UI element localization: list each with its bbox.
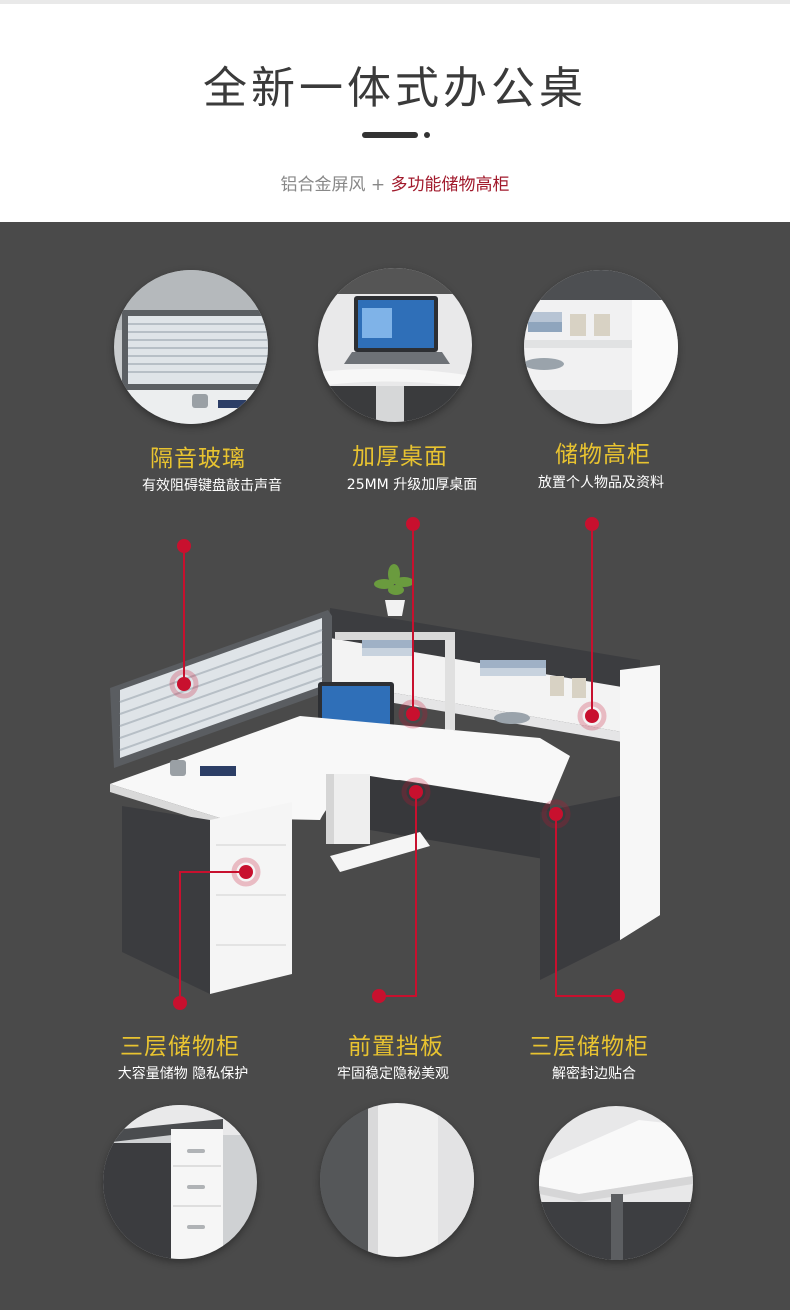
- thick-desktop-closeup-image: [318, 268, 472, 422]
- dot-decoration-icon: [424, 132, 430, 138]
- feature-desc-three-drawer-cabinet: 大容量储物 隐私保护: [117, 1066, 249, 1082]
- feature-desc-front-panel: 牢固稳定隐秘美观: [337, 1066, 449, 1082]
- page-subtitle: 铝合金屏风 + 多功能储物高柜: [0, 170, 790, 195]
- feature-desc-storage-cabinet: 放置个人物品及资料: [538, 475, 664, 491]
- subtitle-left: 铝合金屏风 +: [280, 175, 391, 195]
- header-section: 全新一体式办公桌 铝合金屏风 + 多功能储物高柜: [0, 0, 790, 222]
- feature-title-three-drawer-cabinet: 三层储物柜: [120, 1034, 240, 1060]
- feature-title-storage-cabinet: 储物高柜: [555, 442, 651, 468]
- feature-desc-thick-desktop: 25MM 升级加厚桌面: [346, 477, 478, 493]
- desk-illustration: [100, 560, 680, 1000]
- page-title: 全新一体式办公桌: [203, 63, 587, 114]
- top-divider: [0, 0, 790, 4]
- feature-title-front-panel: 前置挡板: [348, 1034, 444, 1060]
- feature-desc-soundproof-glass: 有效阻碍键盘敲击声音: [142, 478, 282, 494]
- subtitle-accent: 多功能储物高柜: [390, 175, 510, 195]
- drawer-cabinet-closeup-image: [103, 1105, 257, 1259]
- feature-desc-edge-banding: 解密封边贴合: [552, 1066, 636, 1082]
- front-panel-closeup-image: [320, 1103, 474, 1257]
- feature-title-thick-desktop: 加厚桌面: [352, 444, 448, 470]
- edge-banding-closeup-image: [539, 1106, 693, 1260]
- dash-decoration-icon: [362, 132, 418, 138]
- storage-cabinet-closeup-image: [524, 270, 678, 424]
- feature-title-soundproof-glass: 隔音玻璃: [150, 446, 246, 472]
- glass-partition-closeup-image: [114, 270, 268, 424]
- feature-title-edge-banding: 三层储物柜: [529, 1034, 649, 1060]
